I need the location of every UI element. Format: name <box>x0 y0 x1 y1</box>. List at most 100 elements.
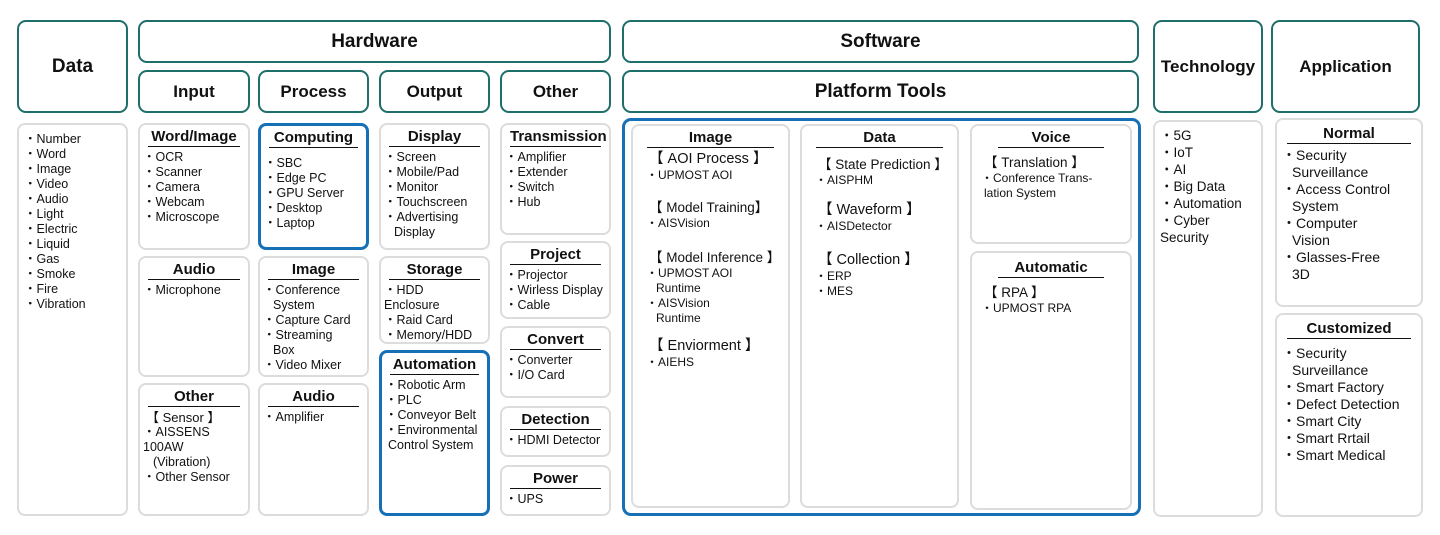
list-item: ・Automation <box>1160 196 1242 211</box>
list-item: ・Cyber Security <box>1160 213 1214 245</box>
header-other-label: Other <box>532 81 579 101</box>
platform-automatic-title: Automatic <box>998 258 1104 278</box>
list-item: ・Touchscreen <box>384 195 468 209</box>
other-transmission-list: ・Amplifier・Extender・Switch・Hub <box>505 150 603 210</box>
output-display-title: Display <box>389 127 480 147</box>
list-item: ・Scanner <box>143 165 203 179</box>
list-item: ・Microphone <box>143 283 221 297</box>
other-project-card: Project ・Projector・Wirless Display・Cable <box>500 241 611 319</box>
platform-data-groups: 【 State Prediction 】・AISPHM【 Waveform 】・… <box>810 151 949 299</box>
application-customized-title: Customized <box>1287 319 1411 339</box>
input-other-title: Other <box>148 387 240 407</box>
output-automation-card: Automation ・Robotic Arm・PLC・Conveyor Bel… <box>379 350 490 516</box>
output-automation-title: Automation <box>390 355 479 375</box>
output-display-card: Display ・Screen・Mobile/Pad・Monitor・Touch… <box>379 123 490 250</box>
list-item: ・Big Data <box>1160 179 1226 194</box>
list-item: Box <box>273 343 295 357</box>
list-item: ・Video <box>24 177 69 191</box>
list-item: ・Audio <box>24 192 69 206</box>
application-normal-title: Normal <box>1287 124 1411 144</box>
list-item: ・Monitor <box>384 180 439 194</box>
header-data-label: Data <box>51 55 94 77</box>
process-computing-list: ・SBC・Edge PC・GPU Server・Desktop・Laptop <box>264 156 360 231</box>
list-item: Control System <box>388 438 474 452</box>
input-other-group-title: 【 Sensor 】 <box>146 410 221 425</box>
list-item: ・5G <box>1160 128 1192 143</box>
group-item: ・UPMOST AOI <box>646 168 733 182</box>
header-output-label: Output <box>406 81 463 101</box>
list-item: ・Environmental <box>385 423 478 437</box>
group-item: ・Conference Trans- <box>981 171 1093 185</box>
platform-voice-groups: 【 Translation 】・Conference Trans-lation … <box>980 151 1122 201</box>
header-process: Process <box>258 70 369 113</box>
data-list: ・Number・Word・Image・Video・Audio・Light・Ele… <box>24 127 120 312</box>
header-platform-tools-label: Platform Tools <box>814 80 947 102</box>
other-project-list: ・Projector・Wirless Display・Cable <box>505 268 603 313</box>
list-item: ・OCR <box>143 150 184 164</box>
list-item: ・Computer <box>1282 215 1358 231</box>
group-item: ・MES <box>815 284 854 298</box>
list-item: ・Liquid <box>24 237 70 251</box>
list-item: ・Smart Rrtail <box>1282 430 1370 446</box>
list-item: ・GPU Server <box>264 186 344 200</box>
process-computing-card: Computing ・SBC・Edge PC・GPU Server・Deskto… <box>258 123 369 250</box>
list-item: ・Gas <box>24 252 60 266</box>
list-item: ・Vibration <box>24 297 86 311</box>
list-item: ・Edge PC <box>264 171 327 185</box>
platform-data-card: Data 【 State Prediction 】・AISPHM【 Wavefo… <box>800 124 959 508</box>
header-application: Application <box>1271 20 1420 113</box>
input-audio-card: Audio ・Microphone <box>138 256 250 377</box>
list-item: ・UPS <box>505 492 544 506</box>
technology-card: ・5G・IoT・AI・Big Data・Automation・Cyber Sec… <box>1153 120 1263 517</box>
list-item: ・Electric <box>24 222 78 236</box>
group-item: ・AISVision <box>646 216 710 230</box>
list-item: ・Amplifier <box>505 150 567 164</box>
list-item: ・Screen <box>384 150 437 164</box>
list-item: ・Streaming <box>263 328 333 342</box>
platform-data-title: Data <box>816 128 943 148</box>
input-other-card: Other 【 Sensor 】 ・AISSENS 100AW(Vibratio… <box>138 383 250 516</box>
group-title: 【 RPA 】 <box>984 285 1045 300</box>
list-item: ・Light <box>24 207 64 221</box>
list-item: ・Access Control <box>1282 181 1391 197</box>
list-item: ・Glasses-Free <box>1282 249 1381 265</box>
list-item: ・Extender <box>505 165 568 179</box>
list-item: ・Smart Medical <box>1282 447 1386 463</box>
input-word-image-title: Word/Image <box>148 127 240 147</box>
list-item: ・Conference <box>263 283 341 297</box>
other-convert-list: ・Converter・I/O Card <box>505 353 603 383</box>
process-audio-list: ・Amplifier <box>263 410 361 425</box>
platform-image-groups: 【 AOI Process 】・UPMOST AOI【 Model Traini… <box>641 151 780 370</box>
technology-list: ・5G・IoT・AI・Big Data・Automation・Cyber Sec… <box>1160 124 1255 246</box>
platform-voice-card: Voice 【 Translation 】・Conference Trans-l… <box>970 124 1132 244</box>
list-item: ・AI <box>1160 162 1187 177</box>
list-item: ・Other Sensor <box>143 470 230 484</box>
input-word-image-card: Word/Image ・OCR・Scanner・Camera・Webcam・Mi… <box>138 123 250 250</box>
other-power-card: Power ・UPS <box>500 465 611 516</box>
list-item: ・HDD Enclosure <box>384 283 440 312</box>
platform-image-title: Image <box>647 128 774 148</box>
list-item: ・Projector <box>505 268 568 282</box>
group-item: Runtime <box>656 311 701 325</box>
group-item: Runtime <box>656 281 701 295</box>
process-computing-title: Computing <box>269 128 358 148</box>
list-item: ・Security <box>1282 345 1347 361</box>
other-convert-title: Convert <box>510 330 601 350</box>
list-item: ・Converter <box>505 353 573 367</box>
list-item: ・Smoke <box>24 267 76 281</box>
list-item: (Vibration) <box>153 455 211 469</box>
output-storage-card: Storage ・HDD Enclosure・Raid Card・Memory/… <box>379 256 490 344</box>
output-display-list: ・Screen・Mobile/Pad・Monitor・Touchscreen・A… <box>384 150 482 240</box>
platform-automatic-groups: 【 RPA 】・UPMOST RPA <box>980 284 1122 316</box>
process-image-title: Image <box>268 260 359 280</box>
header-input-label: Input <box>173 81 215 101</box>
other-convert-card: Convert ・Converter・I/O Card <box>500 326 611 398</box>
output-storage-list: ・HDD Enclosure・Raid Card・Memory/HDD <box>384 283 482 343</box>
list-item: ・Hub <box>505 195 541 209</box>
list-item: ・Word <box>24 147 67 161</box>
list-item: ・Desktop <box>264 201 323 215</box>
header-hardware-label: Hardware <box>331 30 418 52</box>
header-output: Output <box>379 70 490 113</box>
